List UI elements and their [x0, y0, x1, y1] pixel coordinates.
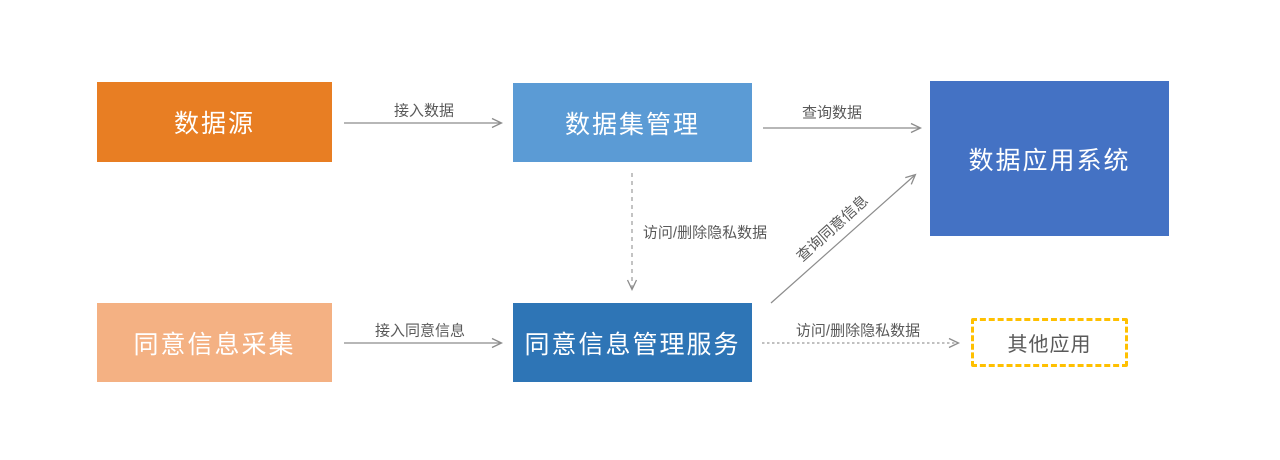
- arrow-query-consent-info: [770, 173, 917, 304]
- node-dataset-management: 数据集管理: [513, 83, 752, 162]
- edge-label-query-data: 查询数据: [801, 104, 863, 122]
- edge-label-access-consent-info: 接入同意信息: [374, 322, 466, 340]
- edge-label-query-consent-info: 查询同意信息: [793, 192, 872, 266]
- node-consent-info-management-service-label: 同意信息管理服务: [524, 330, 741, 359]
- node-other-applications: 其他应用: [971, 318, 1128, 367]
- node-dataset-management-label: 数据集管理: [564, 110, 700, 139]
- node-data-application-system-label: 数据应用系统: [968, 146, 1131, 175]
- node-data-source: 数据源: [97, 82, 332, 162]
- node-consent-info-collection: 同意信息采集: [97, 303, 332, 382]
- node-data-source-label: 数据源: [173, 110, 255, 138]
- node-data-application-system: 数据应用系统: [930, 81, 1169, 236]
- node-other-applications-label: 其他应用: [1007, 334, 1092, 356]
- node-consent-info-management-service: 同意信息管理服务: [513, 303, 752, 382]
- edge-label-access-data: 接入数据: [393, 102, 455, 120]
- edge-label-access-delete-private-data-vertical: 访问/删除隐私数据: [642, 224, 768, 242]
- node-consent-info-collection-label: 同意信息采集: [133, 330, 296, 359]
- edge-label-access-delete-private-data-horizontal: 访问/删除隐私数据: [795, 322, 921, 340]
